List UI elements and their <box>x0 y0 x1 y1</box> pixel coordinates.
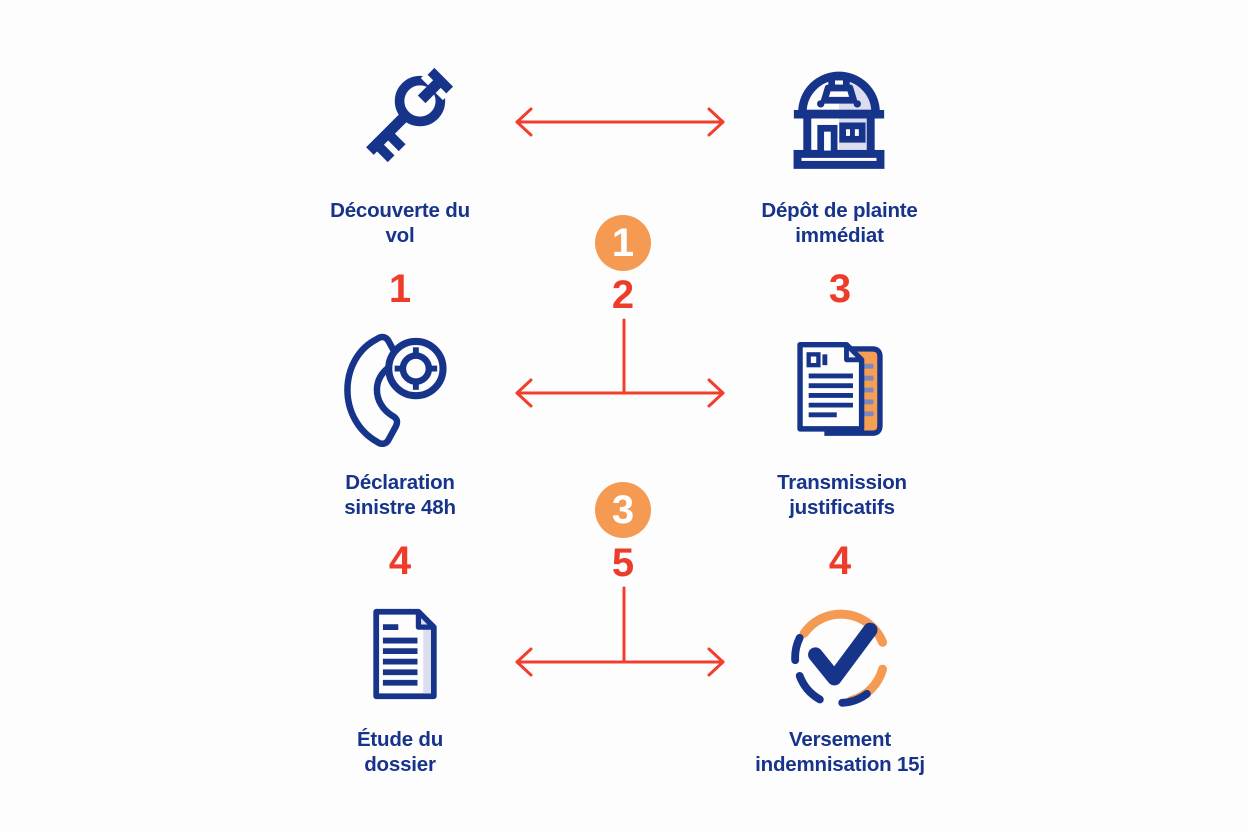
step-label-complaint: Dépôt de plainte immédiat <box>761 199 918 247</box>
step-label-payment: Versement indemnisation 15j <box>755 728 925 776</box>
badge-bottom: 3 <box>595 482 651 538</box>
seq-number-2: 2 <box>611 273 635 317</box>
document-icon <box>357 600 453 708</box>
check-icon <box>784 602 896 714</box>
seq-number-5: 5 <box>611 541 635 585</box>
key-icon <box>343 58 463 178</box>
documents-icon <box>786 336 894 444</box>
phone-icon <box>338 332 456 450</box>
seq-number-4-left: 4 <box>388 539 412 583</box>
double-arrow-bottom <box>515 586 725 677</box>
step-label-transmission: Transmission justificatifs <box>777 471 907 519</box>
seq-number-4-right: 4 <box>828 539 852 583</box>
police-station-icon <box>778 48 900 172</box>
seq-number-1: 1 <box>388 267 412 311</box>
badge-top: 1 <box>595 215 651 271</box>
step-label-declaration: Déclaration sinistre 48h <box>344 471 456 519</box>
step-label-review: Étude du dossier <box>356 728 444 776</box>
step-label-discovery: Découverte du vol <box>330 199 470 247</box>
double-arrow-top <box>515 107 725 137</box>
double-arrow-middle <box>515 318 725 408</box>
seq-number-3: 3 <box>828 267 852 311</box>
